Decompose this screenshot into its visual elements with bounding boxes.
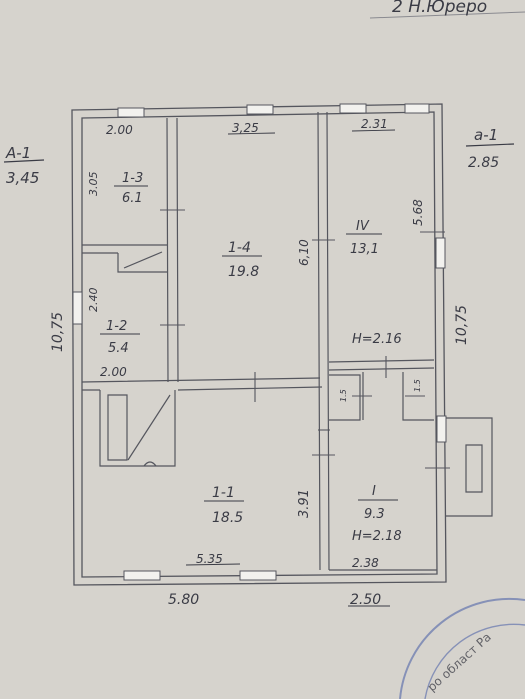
dim-height-1-2: 2.40 bbox=[87, 288, 100, 313]
room-iv: IV 13,1 bbox=[346, 219, 382, 257]
dim-height-iv: 5.68 bbox=[411, 199, 425, 226]
room-iv-area: 13,1 bbox=[350, 242, 379, 257]
dim-bottom-1-1: 5.35 bbox=[196, 552, 223, 566]
room-i-name: I bbox=[372, 484, 376, 499]
room-1-3-name: 1-3 bbox=[122, 171, 143, 186]
outside-left-label: А-1 3,45 bbox=[3, 144, 45, 187]
height-lower: H=2.18 bbox=[352, 529, 402, 544]
left-code: А-1 bbox=[5, 144, 31, 162]
room-dimensions: 2.00 3,25 2.31 3.05 2.40 2.00 6,10 5.68 … bbox=[87, 117, 425, 570]
room-iv-name: IV bbox=[356, 219, 370, 234]
room-1-1-name: 1-1 bbox=[212, 485, 235, 501]
right-code: а-1 bbox=[474, 126, 498, 144]
room-1-4: 1-4 19.8 bbox=[222, 240, 262, 280]
dim-bottom-1-2: 2.00 bbox=[100, 365, 127, 379]
room-1-2-area: 5.4 bbox=[108, 341, 129, 356]
dim-top-1-4: 3,25 bbox=[232, 121, 259, 135]
dim-top-1-3: 2.00 bbox=[106, 123, 133, 137]
room-1-2: 1-2 5.4 bbox=[100, 319, 140, 356]
dim-small-a: 1.5 bbox=[339, 389, 348, 402]
room-1-4-name: 1-4 bbox=[228, 240, 251, 256]
door-ticks bbox=[160, 209, 450, 469]
header-text: 2 Н.Юреро bbox=[392, 0, 487, 17]
dim-left-side: 10,75 bbox=[50, 312, 66, 352]
dim-height-1-4: 6,10 bbox=[297, 239, 311, 266]
dim-small-b: 1.5 bbox=[413, 379, 422, 392]
dim-height-1-3: 3.05 bbox=[87, 172, 100, 197]
room-1-1-area: 18.5 bbox=[212, 510, 243, 526]
dim-bottom-right: 2.50 bbox=[350, 592, 381, 608]
dim-top-iv: 2.31 bbox=[361, 117, 388, 131]
interior-walls bbox=[81, 111, 493, 571]
header-underline bbox=[369, 11, 525, 19]
height-upper: H=2.16 bbox=[352, 332, 402, 347]
left-value: 3,45 bbox=[6, 169, 39, 187]
dim-bottom-i: 2.38 bbox=[352, 556, 379, 570]
room-1-3-area: 6.1 bbox=[122, 191, 143, 206]
windows bbox=[72, 103, 447, 581]
dim-right-side: 10,75 bbox=[454, 305, 470, 345]
outside-right-label: а-1 2.85 bbox=[465, 126, 515, 171]
outer-walls bbox=[71, 103, 447, 586]
room-1-2-name: 1-2 bbox=[106, 319, 127, 334]
room-1-1: 1-1 18.5 bbox=[204, 485, 244, 526]
right-value: 2.85 bbox=[468, 155, 499, 171]
room-i: I 9.3 bbox=[358, 484, 398, 522]
room-i-area: 9.3 bbox=[364, 507, 385, 522]
room-1-4-area: 19.8 bbox=[228, 264, 259, 280]
dim-height-1-1: 3.91 bbox=[297, 489, 312, 518]
dim-bottom-left: 5.80 bbox=[168, 592, 199, 608]
room-1-3: 1-3 6.1 bbox=[114, 171, 148, 206]
